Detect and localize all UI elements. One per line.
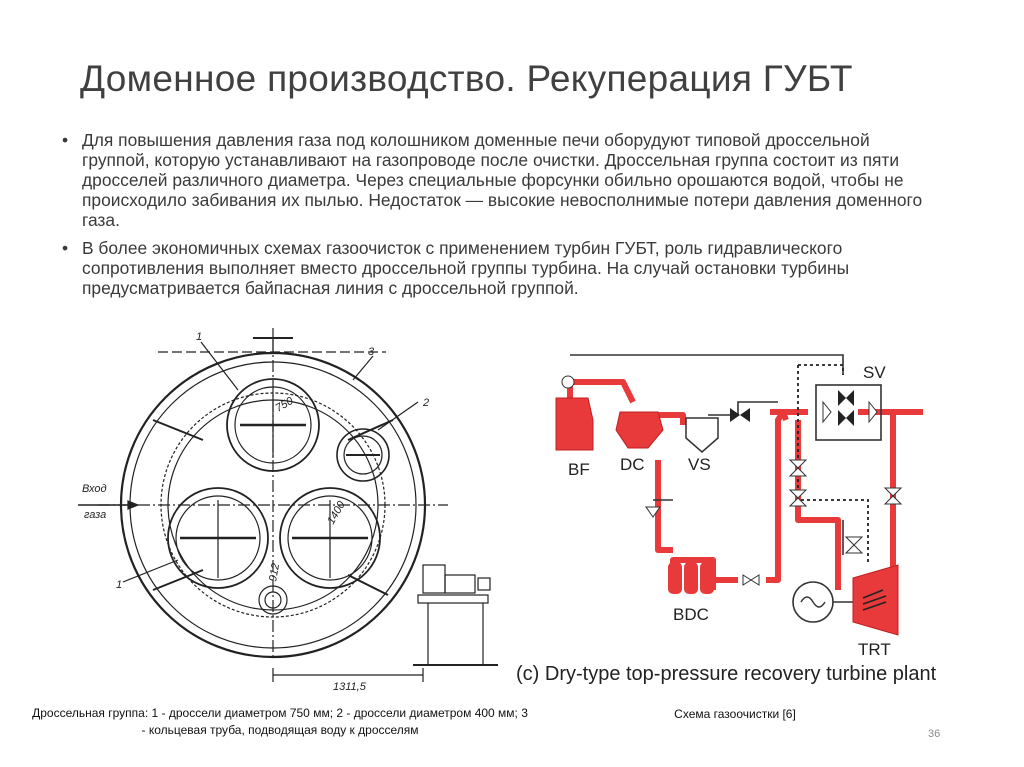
dimension-label: 1311,5: [333, 681, 367, 693]
slide-title: Доменное производство. Рекуперация ГУБТ: [80, 58, 853, 99]
right-figure-caption: Схема газоочистки [6]: [674, 707, 796, 721]
unit-label-bdc: BDC: [673, 605, 709, 624]
bullet-text: Для повышения давления газа под колошник…: [82, 130, 923, 230]
dimension-label: 750: [274, 395, 297, 415]
dimension-label: 912: [267, 562, 282, 582]
unit-label-dc: DC: [620, 455, 645, 474]
throttle-group-drawing: 1 3 2 1 Вход газа 750 1400 912 1311,5: [78, 328, 498, 693]
unit-label-vs: VS: [688, 455, 711, 474]
callout-label: 1: [196, 331, 202, 343]
scheme-subtitle: (c) Dry-type top-pressure recovery turbi…: [516, 663, 937, 685]
inlet-label: Вход: [82, 483, 107, 495]
bullet-item: • В более экономичных схемах газоочисток…: [62, 238, 942, 298]
bullet-marker: •: [62, 238, 69, 258]
bullet-list: • Для повышения давления газа под колошн…: [62, 130, 942, 306]
unit-label-trt: TRT: [858, 640, 891, 659]
bullet-marker: •: [62, 130, 69, 150]
dimension-label: 1400: [325, 499, 348, 527]
inlet-label: газа: [84, 509, 106, 521]
bullet-text: В более экономичных схемах газоочисток с…: [82, 238, 850, 298]
unit-label-bf: BF: [568, 460, 590, 479]
callout-label: 1: [116, 579, 122, 591]
slide-number: 36: [928, 728, 941, 740]
callout-label: 2: [422, 397, 429, 409]
left-figure-caption: Дроссельная группа: 1 - дроссели диаметр…: [32, 706, 528, 737]
callout-label: 3: [368, 346, 375, 358]
bullet-item: • Для повышения давления газа под колошн…: [62, 130, 942, 230]
unit-label-sv: SV: [863, 363, 886, 382]
gas-cleaning-scheme: BF DC VS BDC SV TRT (c) Dry-type top-pre…: [516, 354, 937, 685]
